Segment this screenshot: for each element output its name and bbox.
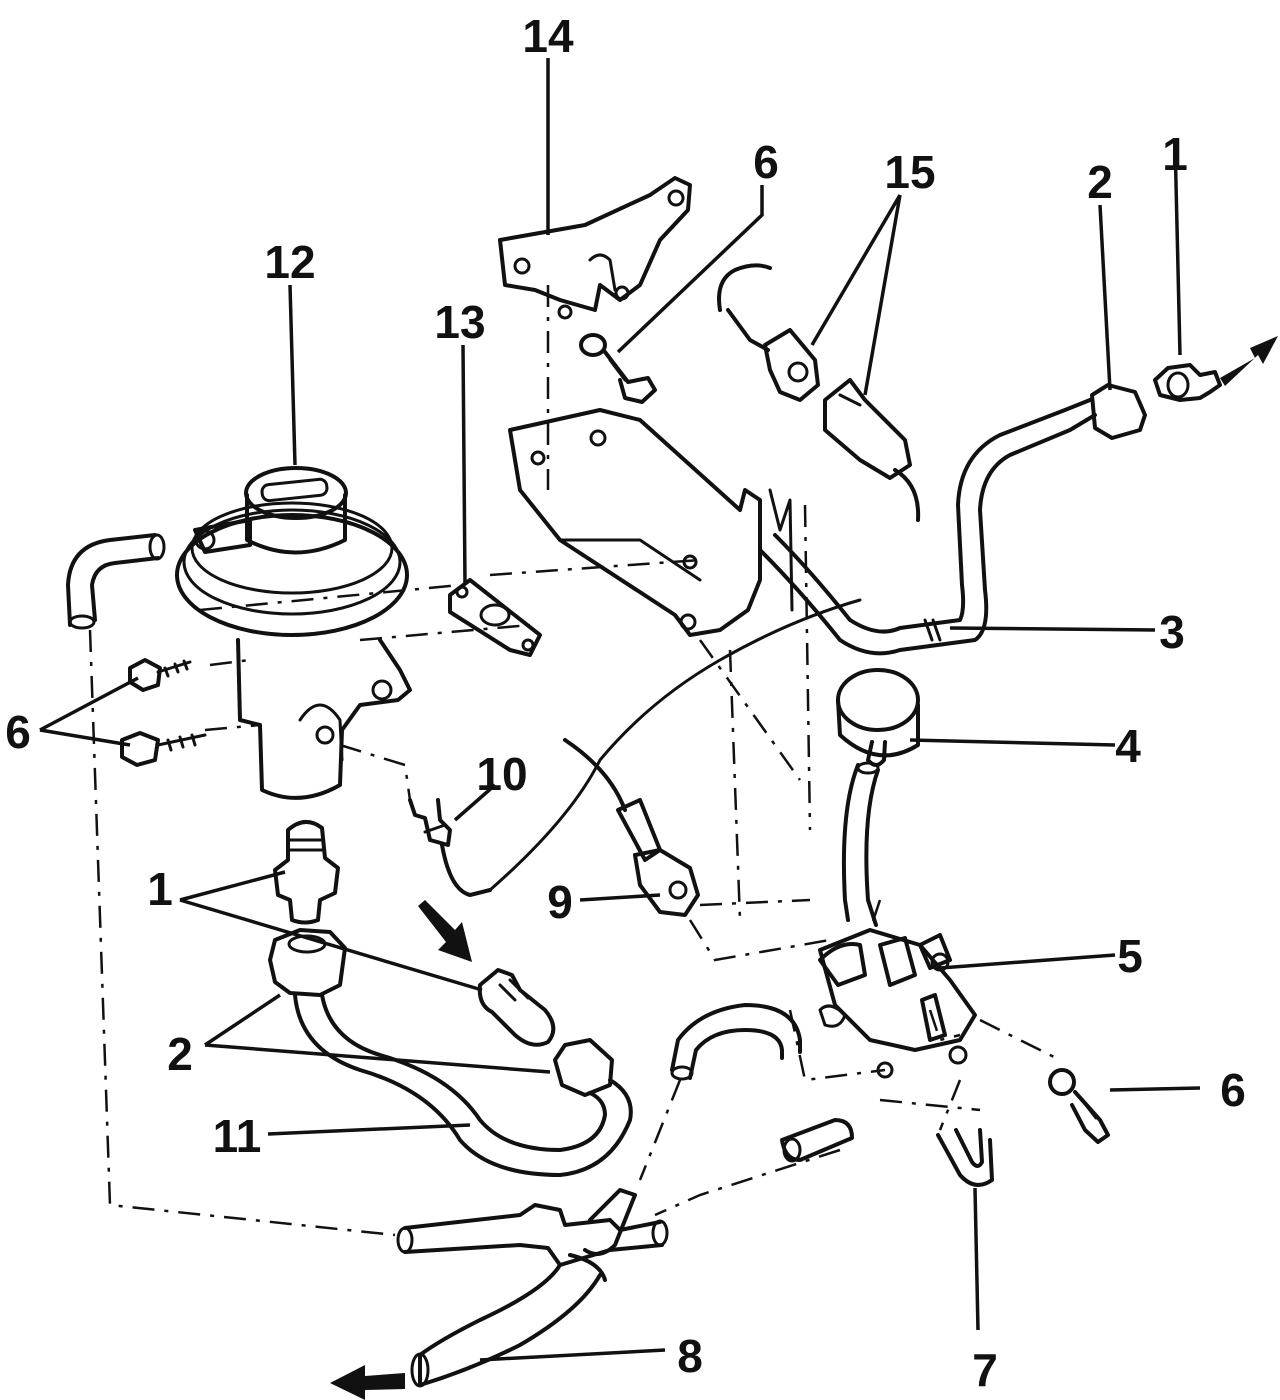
callout-6-left: 6 <box>5 706 31 758</box>
callout-11: 11 <box>213 1110 262 1162</box>
hose-elbow-center <box>670 1003 802 1081</box>
pipe-11 <box>293 993 633 1177</box>
callout-2-top: 2 <box>1087 156 1113 208</box>
callout-6-right: 6 <box>1220 1064 1246 1116</box>
vacuum-canister <box>836 668 920 767</box>
connector-socket <box>823 378 921 522</box>
callout-8: 8 <box>677 1330 703 1382</box>
callout-5: 5 <box>1117 930 1143 982</box>
connector-plug <box>717 263 820 402</box>
callout-6-bracket: 6 <box>753 136 779 188</box>
callout-9: 9 <box>547 876 573 928</box>
hose-short <box>780 1118 854 1163</box>
callout-3: 3 <box>1159 606 1185 658</box>
callout-14: 14 <box>522 10 574 62</box>
assembly-lines <box>88 285 1061 1237</box>
gasket <box>448 578 542 657</box>
callout-2-left: 2 <box>167 1028 193 1080</box>
union-fitting-top <box>1153 363 1222 402</box>
callout-15: 15 <box>884 146 935 198</box>
callout-7: 7 <box>972 1344 998 1396</box>
union-fitting-mid <box>477 968 556 1047</box>
callout-10: 10 <box>476 748 527 800</box>
leader-lines <box>39 58 1201 1362</box>
egr-valve <box>175 466 412 800</box>
upper-bracket <box>498 176 692 320</box>
bracket-bolt <box>579 333 657 404</box>
u-clip <box>936 1128 994 1187</box>
callout-13: 13 <box>434 296 485 348</box>
callout-1-top: 1 <box>1162 128 1188 180</box>
mounting-bracket <box>508 408 794 637</box>
sensor-connector <box>563 738 700 917</box>
egr-solenoid <box>818 928 977 1079</box>
vacuum-hose-vertical <box>841 761 880 927</box>
arrow-right-up-icon <box>1220 336 1278 386</box>
hose-tee <box>396 1188 669 1388</box>
callout-labels: 14 6 15 2 1 12 13 3 4 6 10 9 5 1 2 6 11 … <box>5 10 1246 1396</box>
vacuum-hose-elbow <box>66 533 166 630</box>
arrow-left-icon <box>330 1365 405 1400</box>
union-fitting-lower <box>273 820 340 925</box>
solenoid-bolt <box>1048 1068 1110 1144</box>
callout-4: 4 <box>1115 720 1141 772</box>
callout-12: 12 <box>264 236 315 288</box>
arrow-down-right-icon <box>418 900 472 962</box>
temperature-sensor <box>408 598 862 897</box>
callout-1-left: 1 <box>147 863 173 915</box>
pipe-3 <box>758 383 1147 656</box>
valve-bolts <box>120 658 207 767</box>
